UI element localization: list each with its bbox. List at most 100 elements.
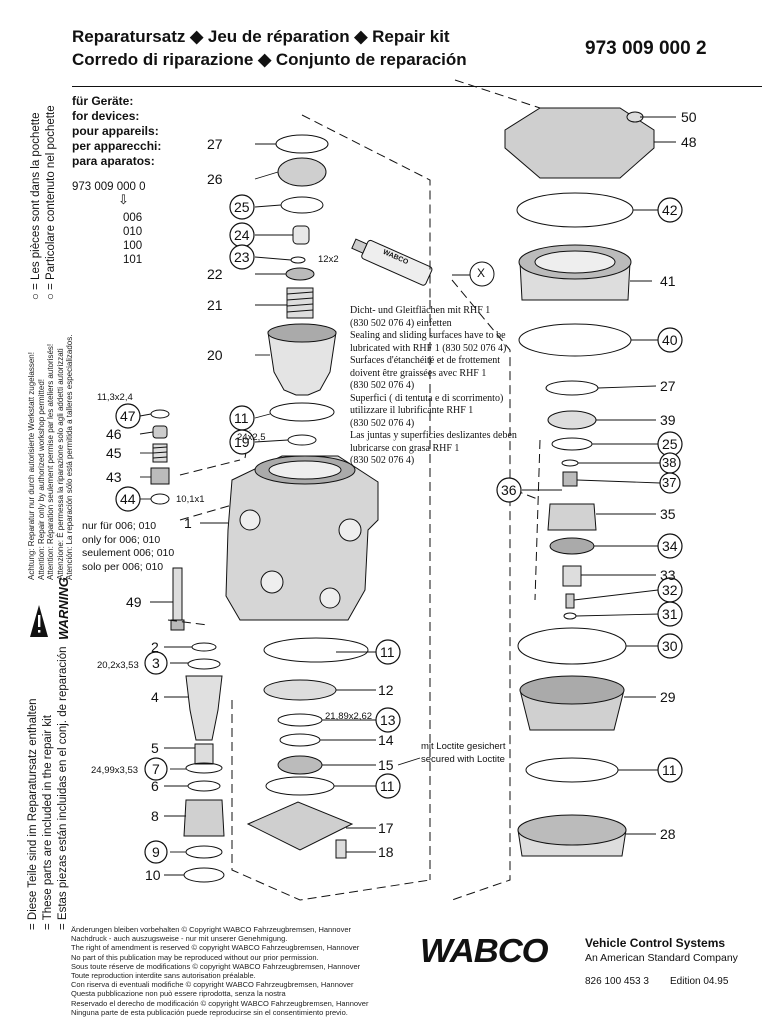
callout-11-left: 11 <box>234 410 249 426</box>
lubrication-note: Dicht- und Gleitflächen mit RHF 1 (830 5… <box>350 305 517 466</box>
callout-43: 43 <box>106 469 122 485</box>
part-11-right-ring <box>525 757 619 783</box>
down-arrow-icon: ⇩ <box>118 192 129 207</box>
callout-50: 50 <box>681 109 697 125</box>
callout-37: 37 <box>662 475 677 490</box>
callout-13: 13 <box>380 712 396 728</box>
part-x-circle <box>469 261 495 287</box>
callout-41: 41 <box>660 273 676 289</box>
grease-tube-icon <box>351 238 433 286</box>
callout-25: 25 <box>234 199 250 215</box>
wabco-logo: WABCO <box>420 932 549 969</box>
callout-19: 19 <box>234 434 250 450</box>
part-42-ring <box>516 192 634 228</box>
title-line-2: Corredo di riparazione ◆ Conjunto de rep… <box>72 50 467 69</box>
callout-42: 42 <box>662 202 678 218</box>
callout-34: 34 <box>662 538 678 554</box>
callout-47: 47 <box>120 408 136 424</box>
dim-21-89x2-62: 21,89x2,62 <box>325 711 373 722</box>
part-24-plug <box>292 225 310 245</box>
callout-32: 32 <box>662 582 678 598</box>
callout-21: 21 <box>207 297 223 313</box>
callout-26: 26 <box>207 171 223 187</box>
callout-3: 3 <box>152 655 160 671</box>
callout-40: 40 <box>662 332 678 348</box>
x-label: X <box>477 266 486 280</box>
part-11-lower-ring <box>263 637 369 663</box>
part-27-right-ring <box>545 380 599 396</box>
callout-27-right: 27 <box>660 378 676 394</box>
callout-5: 5 <box>151 740 159 756</box>
warning-triangle-icon <box>28 603 50 644</box>
edition: Edition 04.95 <box>670 976 729 987</box>
callout-7: 7 <box>152 761 160 777</box>
callout-33: 33 <box>660 567 676 583</box>
dim-20-2x3-53: 20,2x3,53 <box>97 660 139 671</box>
callout-38: 38 <box>662 455 677 470</box>
part-11-ring <box>269 402 335 422</box>
callout-48: 48 <box>681 134 697 150</box>
callout-2: 2 <box>151 639 159 655</box>
dim-24x2-5: 24x2,5 <box>237 432 266 443</box>
part-4-piston <box>185 675 223 741</box>
callout-44: 44 <box>120 491 136 507</box>
only-for-note: nur für 006; 010 only for 006; 010 seule… <box>82 520 175 573</box>
callout-17: 17 <box>378 820 394 836</box>
callout-30: 30 <box>662 638 678 654</box>
callout-45: 45 <box>106 445 122 461</box>
callout-15: 15 <box>378 757 394 773</box>
callout-20: 20 <box>207 347 223 363</box>
callout-11-center-lower: 11 <box>380 778 395 794</box>
callout-10: 10 <box>145 867 161 883</box>
part-27-ring <box>275 134 329 154</box>
callout-1: 1 <box>184 515 192 531</box>
header-rule <box>72 86 762 87</box>
loctite-note: mit Loctite gesichert secured with Locti… <box>421 741 506 765</box>
dim-11-3x2-4: 11,3x2,4 <box>97 392 133 403</box>
callout-31: 31 <box>662 606 678 622</box>
vehicle-control-systems: Vehicle Control Systems <box>585 936 726 950</box>
callout-12: 12 <box>378 682 394 698</box>
callout-46: 46 <box>106 426 122 442</box>
callout-36: 36 <box>501 482 517 498</box>
part-26-disc <box>277 157 327 187</box>
document-number: 826 100 453 3 <box>585 976 649 987</box>
callout-9: 9 <box>152 844 160 860</box>
part-22-washer <box>285 267 315 281</box>
callout-23: 23 <box>234 249 250 265</box>
callout-14: 14 <box>378 732 394 748</box>
callout-4: 4 <box>151 689 159 705</box>
part-20-piston <box>267 331 337 396</box>
devices-base: 973 009 000 0 <box>72 181 146 193</box>
dim-10-1x1: 10,1x1 <box>176 494 205 505</box>
callout-11-right: 11 <box>662 762 677 778</box>
callout-6: 6 <box>151 778 159 794</box>
callout-18: 18 <box>378 844 394 860</box>
part-number: 973 009 000 2 <box>585 38 707 59</box>
callout-29: 29 <box>660 689 676 705</box>
callout-27: 27 <box>207 136 223 152</box>
part-48-cover <box>504 107 655 179</box>
part-8-valve <box>183 799 225 837</box>
callout-22: 22 <box>207 266 223 282</box>
callout-49: 49 <box>126 594 142 610</box>
callout-8: 8 <box>151 808 159 824</box>
callout-11-center: 11 <box>380 644 395 660</box>
title-line-1: Reparatursatz ◆ Jeu de réparation ◆ Repa… <box>72 27 450 46</box>
legal-notice: Änderungen bleiben vorbehalten © Copyrig… <box>71 925 369 1017</box>
callout-39: 39 <box>660 412 676 428</box>
american-standard: An American Standard Company <box>585 952 738 964</box>
part-17-cover <box>246 801 354 851</box>
part-25-ring <box>280 196 324 214</box>
callout-25-right: 25 <box>662 436 678 452</box>
part-49-bolt <box>172 567 183 621</box>
callout-35: 35 <box>660 506 676 522</box>
dim-24-99x3-53: 24,99x3,53 <box>91 765 139 776</box>
part-40-ring <box>518 323 632 357</box>
part-19-ring <box>287 434 317 446</box>
part-30-ring <box>517 627 627 665</box>
callout-24: 24 <box>234 227 250 243</box>
dim-12x2: 12x2 <box>318 254 339 265</box>
devices-heading: für Geräte: for devices: pour appareils:… <box>72 94 162 168</box>
